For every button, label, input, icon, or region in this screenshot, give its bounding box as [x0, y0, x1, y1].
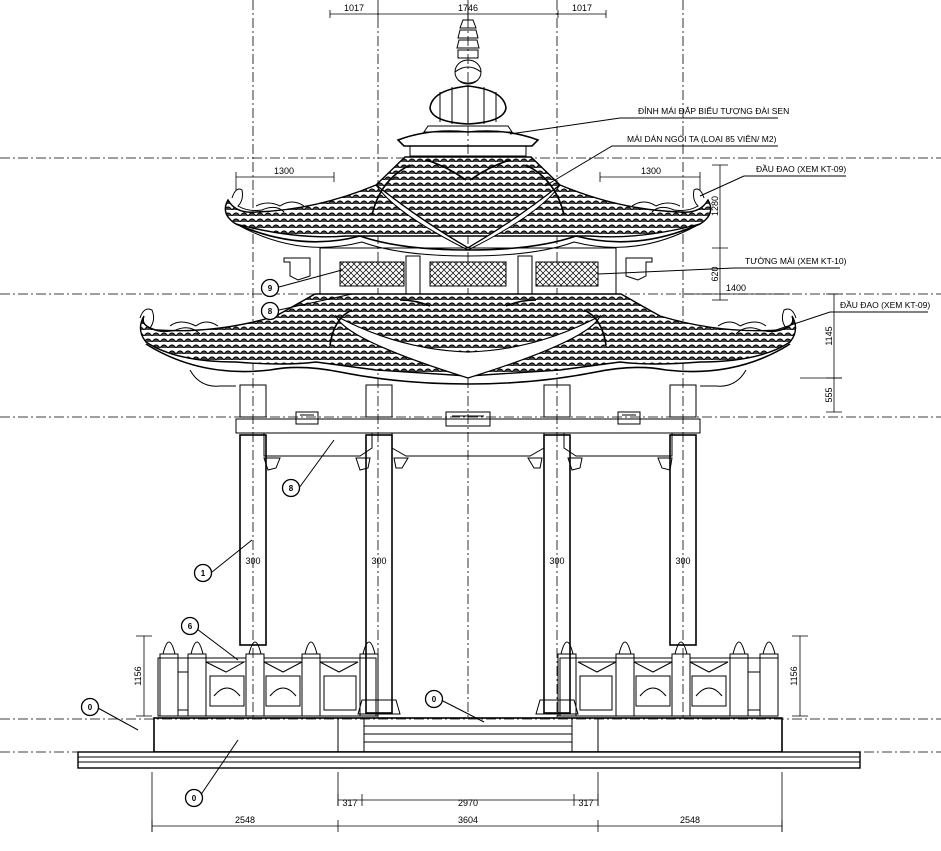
tag-7: 0 [184, 788, 204, 808]
tag-1: 9 [260, 278, 280, 298]
dim-top-3: 1017 [572, 3, 592, 13]
dim-rail-left: 1156 [133, 666, 143, 685]
annotation-finial: ĐỈNH MÁI ĐẮP BIỂU TƯỢNG ĐÀI SEN [638, 105, 789, 116]
tag-3: 8 [281, 478, 301, 498]
dim-upper-left: 1300 [274, 166, 294, 176]
balustrade [157, 641, 779, 717]
annotation-roof-tiles: MÁI DÁN NGÓI TA (LOẠI 85 VIÊN/ M2) [627, 134, 777, 144]
annotations: ĐỈNH MÁI ĐẮP BIỂU TƯỢNG ĐÀI SEN MÁI DÁN … [509, 105, 930, 331]
tag-2: 8 [260, 301, 280, 321]
dim-total-1: 2548 [235, 815, 255, 825]
tag-8: 0 [424, 689, 444, 709]
platform-base [77, 717, 861, 769]
dim-column-4: 300 [675, 556, 690, 566]
dim-column-2: 300 [371, 556, 386, 566]
annotation-roof-wall: TƯỜNG MÁI (XEM KT-10) [745, 256, 847, 266]
dim-top-1: 1017 [344, 3, 364, 13]
lower-roof [139, 293, 797, 387]
annotation-eave-upper: ĐẦU ĐAO (XEM KT-09) [756, 164, 846, 174]
dimension-lines [136, 10, 842, 832]
svg-text:1: 1 [201, 569, 206, 578]
dim-step-1: 317 [342, 798, 357, 808]
callout-tags: 9 8 8 1 6 0 0 0 [80, 269, 485, 808]
dim-top-2: 1746 [458, 3, 478, 13]
dim-step-2: 2970 [458, 798, 478, 808]
dim-upper-right: 1300 [641, 166, 661, 176]
roof-wall-panels [283, 247, 653, 295]
upper-roof [224, 156, 712, 257]
dim-total-3: 2548 [680, 815, 700, 825]
dim-column-3: 300 [549, 556, 564, 566]
svg-text:0: 0 [88, 703, 93, 712]
roof-finial [396, 6, 540, 157]
dimension-labels: 1017 1746 1017 1300 1300 1280 620 1400 1… [133, 3, 834, 825]
tag-5: 6 [180, 616, 200, 636]
dim-right-1400: 1400 [726, 283, 746, 293]
columns-and-beams [235, 384, 701, 715]
dim-rail-right: 1156 [789, 666, 799, 685]
dim-total-2: 3604 [458, 815, 478, 825]
dim-right-4: 555 [824, 387, 834, 402]
svg-text:8: 8 [289, 484, 294, 493]
dim-step-3: 317 [578, 798, 593, 808]
svg-text:8: 8 [268, 307, 273, 316]
tag-4: 1 [193, 563, 213, 583]
svg-text:9: 9 [268, 284, 273, 293]
dim-column-1: 300 [245, 556, 260, 566]
dim-right-3: 1145 [824, 326, 834, 345]
svg-text:0: 0 [192, 794, 197, 803]
svg-text:0: 0 [432, 695, 437, 704]
dim-right-1: 1280 [710, 196, 720, 216]
svg-text:6: 6 [188, 622, 193, 631]
annotation-eave-lower: ĐẦU ĐAO (XEM KT-09) [840, 300, 930, 310]
dim-right-2: 620 [710, 266, 720, 281]
tag-6: 0 [80, 697, 100, 717]
